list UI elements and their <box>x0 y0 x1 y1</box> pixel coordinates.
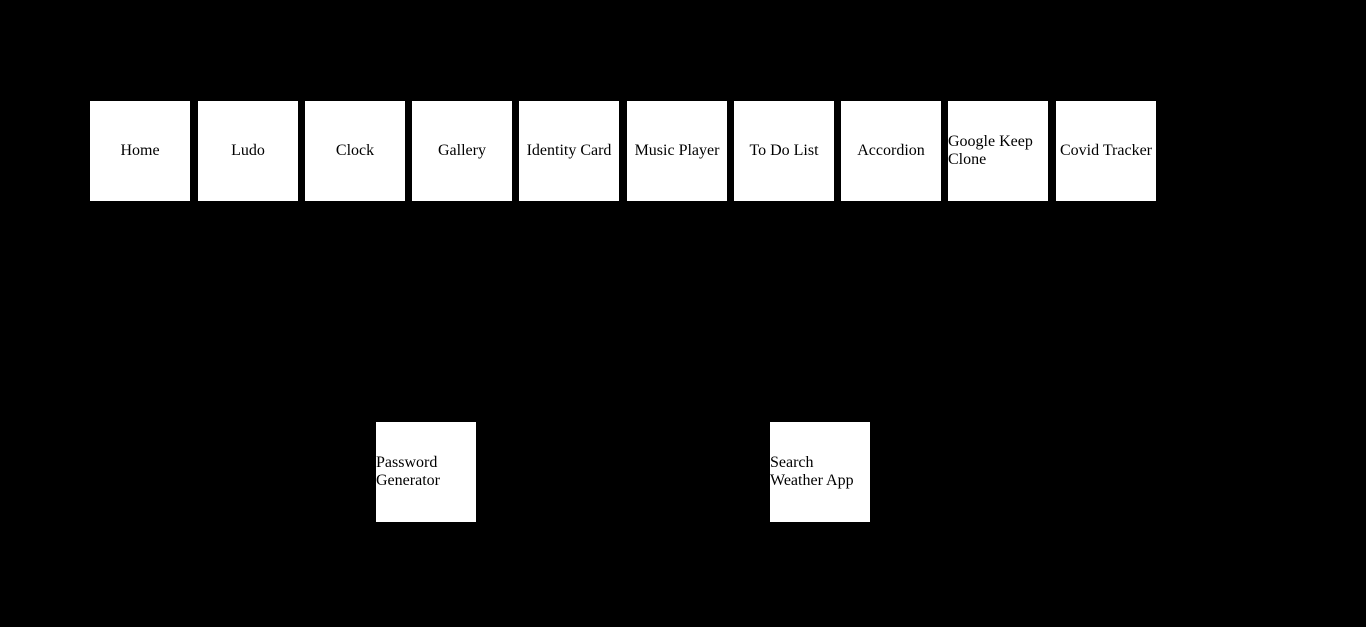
tile-label: Google Keep Clone <box>948 133 1033 168</box>
tile-covid-tracker[interactable]: Covid Tracker <box>1056 101 1156 201</box>
tile-label: Ludo <box>231 142 265 159</box>
tile-label: Password Generator <box>376 454 440 489</box>
tile-password-generator[interactable]: Password Generator <box>376 422 476 522</box>
tile-gallery[interactable]: Gallery <box>412 101 512 201</box>
tile-music-player[interactable]: Music Player <box>627 101 727 201</box>
tile-ludo[interactable]: Ludo <box>198 101 298 201</box>
tile-label: Accordion <box>857 142 925 159</box>
tile-label: Gallery <box>438 142 486 159</box>
tile-search-weather-app[interactable]: Search Weather App <box>770 422 870 522</box>
tile-label: Identity Card <box>526 142 612 159</box>
tile-label: Music Player <box>634 142 720 159</box>
tile-label: Search Weather App <box>770 454 854 489</box>
tile-label: Clock <box>335 142 375 159</box>
tile-clock[interactable]: Clock <box>305 101 405 201</box>
tile-label: Home <box>120 142 160 159</box>
tile-label: To Do List <box>749 142 819 159</box>
tile-identity-card[interactable]: Identity Card <box>519 101 619 201</box>
tile-to-do-list[interactable]: To Do List <box>734 101 834 201</box>
tile-label: Covid Tracker <box>1060 142 1152 159</box>
tile-google-keep-clone[interactable]: Google Keep Clone <box>948 101 1048 201</box>
tile-home[interactable]: Home <box>90 101 190 201</box>
tile-accordion[interactable]: Accordion <box>841 101 941 201</box>
